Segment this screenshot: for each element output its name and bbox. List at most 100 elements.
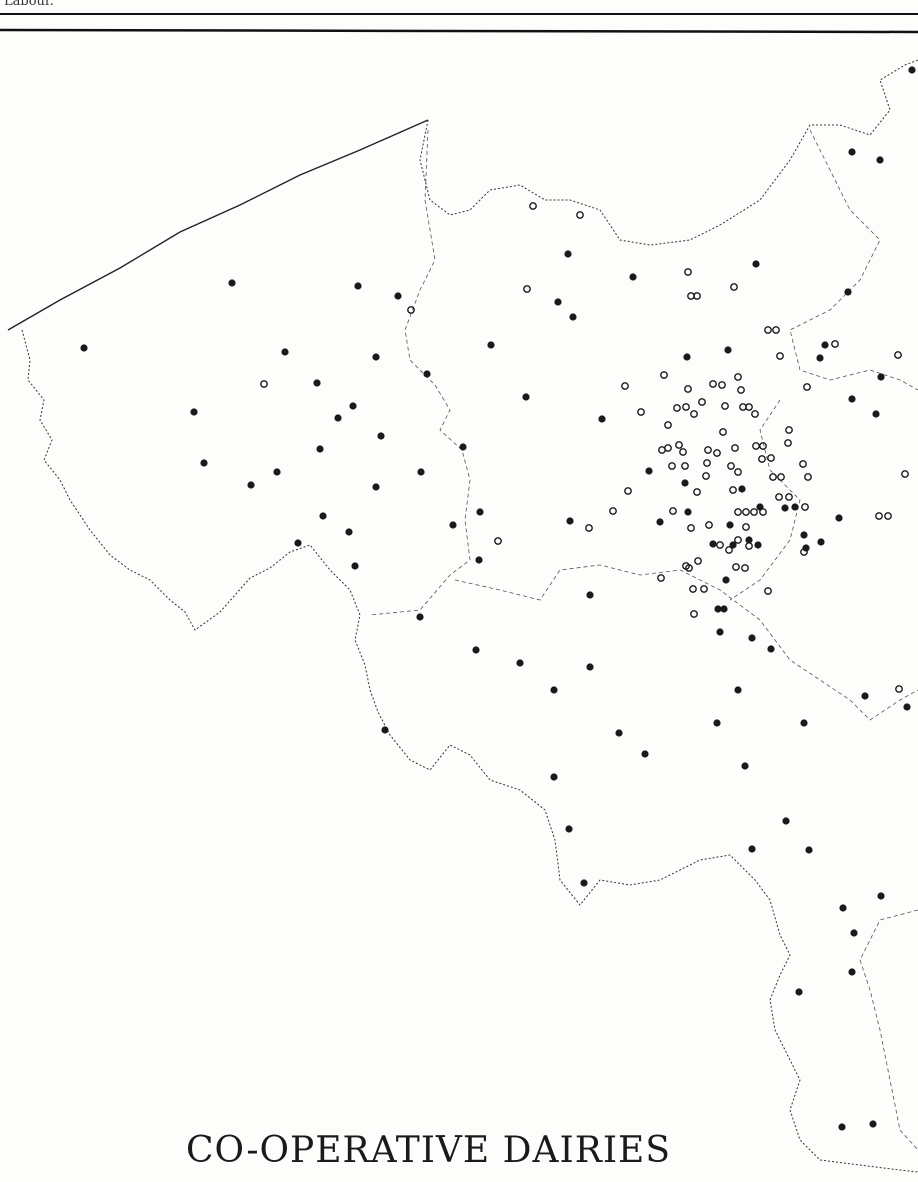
open-dairy-marker (875, 512, 883, 520)
filled-dairy-marker (835, 514, 843, 522)
open-dairy-marker (742, 508, 750, 516)
filled-dairy-marker (281, 348, 289, 356)
open-dairy-marker (721, 402, 729, 410)
filled-dairy-marker (569, 313, 577, 321)
filled-dairy-marker (354, 282, 362, 290)
filled-dairy-marker (273, 468, 281, 476)
open-dairy-marker (803, 383, 811, 391)
open-dairy-marker (725, 546, 733, 554)
filled-dairy-marker (752, 260, 760, 268)
filled-dairy-marker (726, 521, 734, 529)
open-dairy-marker (742, 523, 750, 531)
filled-dairy-marker (741, 762, 749, 770)
open-dairy-marker (703, 459, 711, 467)
open-dairy-marker (682, 403, 690, 411)
filled-dairy-marker (848, 395, 856, 403)
filled-dairy-marker (850, 929, 858, 937)
open-dairy-marker (660, 371, 668, 379)
open-dairy-marker (624, 487, 632, 495)
open-dairy-marker (758, 455, 766, 463)
open-dairy-marker (785, 493, 793, 501)
open-dairy-marker (657, 574, 665, 582)
filled-dairy-marker (641, 750, 649, 758)
filled-dairy-marker (681, 479, 689, 487)
open-dairy-marker (884, 512, 892, 520)
open-dairy-marker (700, 585, 708, 593)
open-dairy-marker (831, 340, 839, 348)
national-border (21, 329, 918, 1173)
filled-dairy-marker (848, 968, 856, 976)
filled-dairy-marker (190, 408, 198, 416)
open-dairy-marker (702, 472, 710, 480)
open-dairy-marker (804, 473, 812, 481)
filled-dairy-marker (767, 645, 775, 653)
province-border-west (369, 129, 471, 616)
filled-dairy-marker (319, 512, 327, 520)
filled-dairy-marker (782, 817, 790, 825)
filled-dairy-marker (844, 288, 852, 296)
open-dairy-marker (759, 442, 767, 450)
open-dairy-marker (682, 562, 690, 570)
filled-dairy-marker (550, 773, 558, 781)
open-dairy-marker (664, 421, 672, 429)
filled-dairy-marker (821, 341, 829, 349)
filled-dairy-marker (351, 562, 359, 570)
filled-dairy-marker (791, 503, 799, 511)
open-dairy-marker (752, 442, 760, 450)
filled-dairy-marker (598, 415, 606, 423)
open-dairy-marker (494, 537, 502, 545)
filled-dairy-marker (872, 410, 880, 418)
open-dairy-marker (705, 521, 713, 529)
filled-dairy-marker (877, 892, 885, 900)
filled-dairy-marker (316, 445, 324, 453)
open-dairy-marker (719, 428, 727, 436)
open-dairy-marker (731, 444, 739, 452)
filled-dairy-marker (709, 540, 717, 548)
filled-dairy-marker (200, 459, 208, 467)
header-snippet: Labour. (4, 0, 54, 9)
open-dairy-marker (729, 486, 737, 494)
open-dairy-marker (523, 285, 531, 293)
filled-dairy-marker (349, 402, 357, 410)
filled-dairy-marker (713, 719, 721, 727)
open-dairy-marker (609, 507, 617, 515)
open-dairy-marker (785, 426, 793, 434)
open-dairy-marker (894, 351, 902, 359)
open-dairy-marker (759, 508, 767, 516)
open-dairy-marker (529, 202, 537, 210)
filled-dairy-marker (816, 354, 824, 362)
filled-dairy-marker (566, 517, 574, 525)
filled-dairy-marker (795, 988, 803, 996)
open-dairy-marker (260, 380, 268, 388)
open-dairy-marker (732, 563, 740, 571)
filled-dairy-marker (805, 846, 813, 854)
filled-dairy-marker (716, 628, 724, 636)
filled-dots-layer (80, 66, 916, 1131)
open-dairy-marker (745, 403, 753, 411)
filled-dairy-marker (522, 393, 530, 401)
open-dairy-marker (668, 462, 676, 470)
national-border-north (419, 59, 918, 246)
map-title: CO-OPERATIVE DAIRIES (186, 1130, 671, 1171)
filled-dairy-marker (580, 879, 588, 887)
open-dairy-marker (727, 462, 735, 470)
filled-dairy-marker (645, 467, 653, 475)
open-dairy-marker (801, 503, 809, 511)
filled-dairy-marker (903, 703, 911, 711)
filled-dairy-marker (313, 379, 321, 387)
filled-dairy-marker (839, 904, 847, 912)
filled-dairy-marker (472, 646, 480, 654)
filled-dairy-marker (417, 468, 425, 476)
open-dairy-marker (772, 326, 780, 334)
filled-dairy-marker (550, 686, 558, 694)
open-dairy-marker (709, 380, 717, 388)
filled-dairy-marker (565, 825, 573, 833)
open-dairy-marker (693, 488, 701, 496)
filled-dairy-marker (877, 373, 885, 381)
open-dairy-marker (713, 449, 721, 457)
filled-dairy-marker (247, 481, 255, 489)
filled-dairy-marker (294, 539, 302, 547)
open-dairy-marker (690, 610, 698, 618)
open-dairy-marker (767, 454, 775, 462)
